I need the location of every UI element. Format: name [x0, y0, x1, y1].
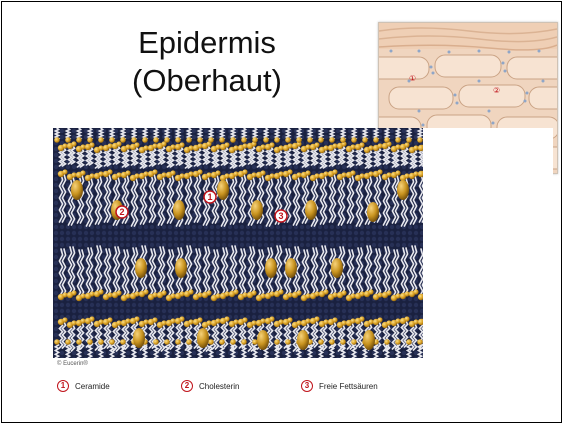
- inset-marker-1: ①: [409, 74, 416, 83]
- legend: 1 Ceramide 2 Cholesterin 3 Freie Fettsäu…: [57, 380, 427, 396]
- image-credit: © Eucerin®: [57, 361, 88, 367]
- membrane-marker-2: 2: [116, 206, 128, 218]
- svg-text:2: 2: [119, 207, 124, 217]
- legend-number-3: 3: [301, 380, 313, 392]
- svg-text:1: 1: [207, 192, 212, 202]
- svg-text:3: 3: [278, 211, 283, 221]
- slide-title: Epidermis (Oberhaut): [87, 24, 327, 100]
- legend-label-cholesterin: Cholesterin: [199, 382, 239, 391]
- lipid-bilayer-illustration: 1 2 3: [53, 128, 423, 358]
- lipid-bilayer-figure: 1 2 3 © Eucerin® 1 Ceramide: [53, 128, 553, 414]
- legend-label-free-fatty-acids: Freie Fettsäuren: [319, 382, 378, 391]
- membrane-marker-3: 3: [275, 210, 287, 222]
- title-line-2: (Oberhaut): [87, 62, 327, 100]
- legend-number-1: 1: [57, 380, 69, 392]
- legend-item-free-fatty-acids: 3 Freie Fettsäuren: [301, 380, 378, 392]
- legend-item-cholesterin: 2 Cholesterin: [181, 380, 239, 392]
- legend-item-ceramide: 1 Ceramide: [57, 380, 110, 392]
- legend-label-ceramide: Ceramide: [75, 382, 110, 391]
- inset-marker-2: ②: [493, 86, 500, 95]
- title-line-1: Epidermis: [87, 24, 327, 62]
- legend-number-2: 2: [181, 380, 193, 392]
- membrane-marker-1: 1: [204, 191, 216, 203]
